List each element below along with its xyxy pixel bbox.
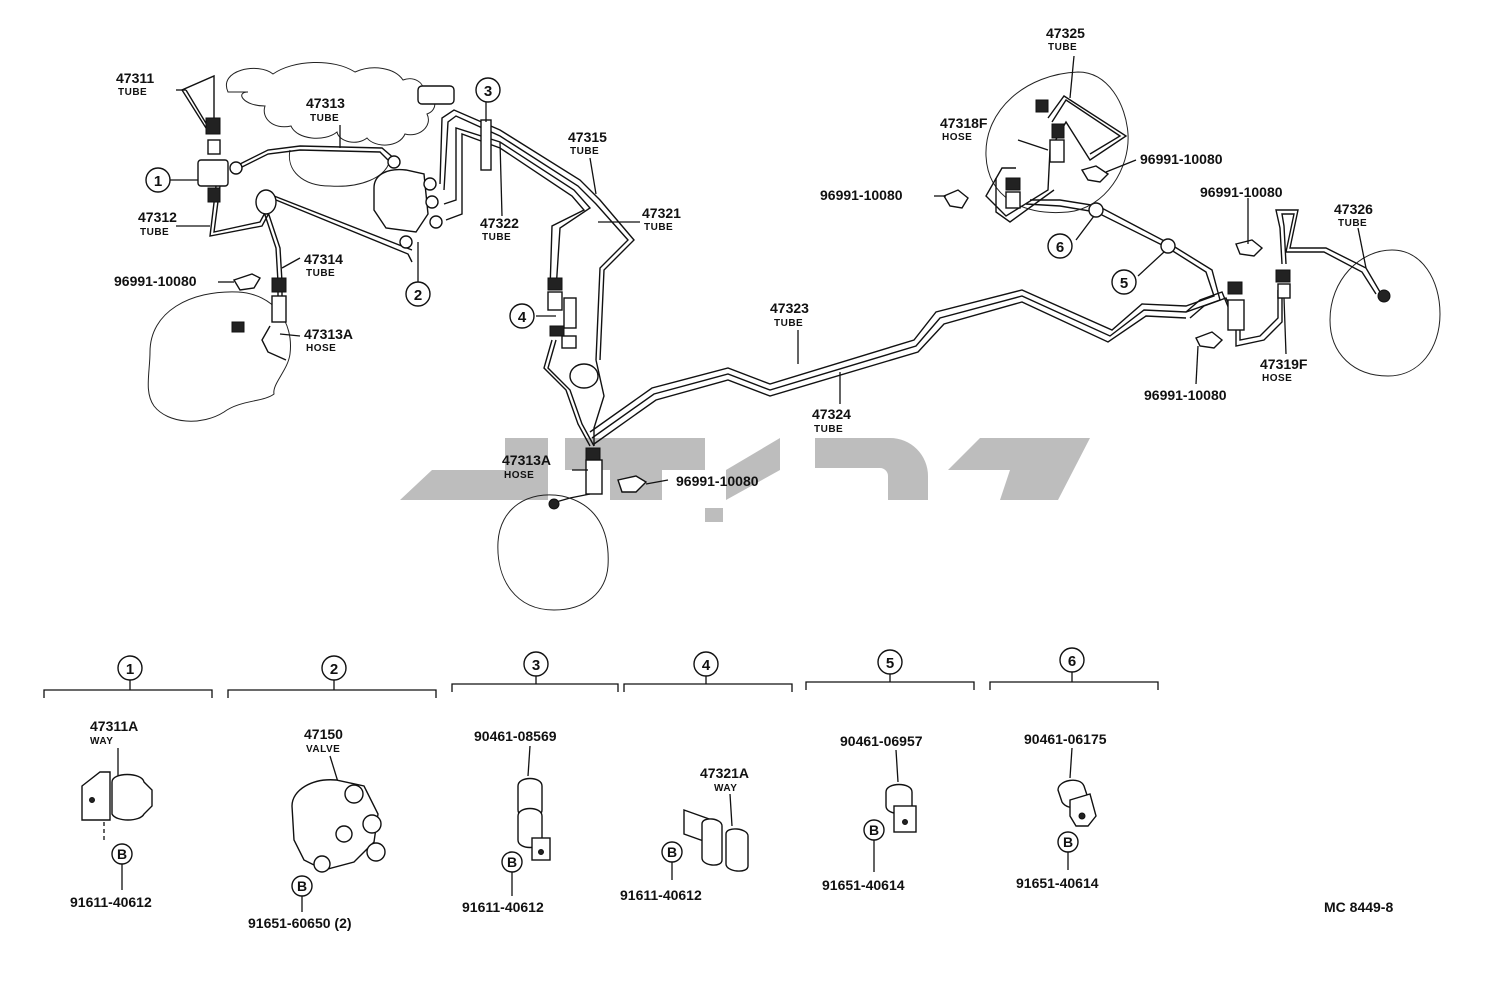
- detail-1-bottom: 91611-40612: [70, 894, 152, 910]
- detail-3: 3 90461-08569 B 91611-40612: [451, 651, 619, 915]
- label-96991-b: 96991-10080: [676, 473, 759, 489]
- detail-6-bolt: B: [1063, 834, 1073, 850]
- callout-1: 1: [145, 167, 171, 193]
- detail-1: 1 47311A WAY B 91611-40612: [43, 655, 213, 910]
- label-47315-sub: TUBE: [570, 146, 599, 157]
- svg-text:2: 2: [414, 287, 422, 304]
- label-47326-sub: TUBE: [1338, 218, 1367, 229]
- callout-3: 3: [475, 77, 501, 103]
- label-47312: 47312: [138, 209, 177, 225]
- watermark-logo: [400, 438, 1090, 522]
- label-96991-a: 96991-10080: [114, 273, 197, 289]
- label-47323: 47323: [770, 300, 809, 316]
- detail-5-top: 90461-06957: [840, 733, 923, 749]
- label-47315: 47315: [568, 129, 607, 145]
- label-47313A-a-sub: HOSE: [306, 343, 336, 354]
- svg-text:4: 4: [702, 657, 711, 674]
- svg-text:6: 6: [1056, 239, 1064, 256]
- label-47318F-sub: HOSE: [942, 132, 972, 143]
- label-47321-sub: TUBE: [644, 222, 673, 233]
- label-96991-c: 96991-10080: [1140, 151, 1223, 167]
- detail-4-top: 47321A: [700, 765, 749, 781]
- rear-assembly: [942, 71, 1441, 377]
- detail-2-top-sub: VALVE: [306, 744, 340, 755]
- detail-4-bottom: 91611-40612: [620, 887, 702, 903]
- callout-4: 4: [509, 303, 535, 329]
- detail-6-top: 90461-06175: [1024, 731, 1107, 747]
- label-47311-sub: TUBE: [118, 87, 147, 98]
- label-47324-sub: TUBE: [814, 424, 843, 435]
- label-47313: 47313: [306, 95, 345, 111]
- part-labels: 47311 TUBE 47313 TUBE 47312 TUBE 47314 T…: [114, 25, 1373, 489]
- label-96991-e: 96991-10080: [1200, 184, 1283, 200]
- detail-3-bottom: 91611-40612: [462, 899, 544, 915]
- svg-text:5: 5: [886, 655, 894, 672]
- svg-text:3: 3: [484, 83, 492, 100]
- detail-3-bolt: B: [507, 854, 517, 870]
- reference-code: MC 8449-8: [1324, 899, 1393, 915]
- svg-text:1: 1: [126, 661, 134, 678]
- detail-2-bolt: B: [297, 878, 307, 894]
- detail-1-top: 47311A: [90, 718, 138, 734]
- main-tube-bundle: [439, 109, 1221, 611]
- label-47323-sub: TUBE: [774, 318, 803, 329]
- detail-5-bottom: 91651-40614: [822, 877, 905, 893]
- detail-6-bottom: 91651-40614: [1016, 875, 1099, 891]
- detail-5-bolt: B: [869, 822, 879, 838]
- label-47313A-a: 47313A: [304, 326, 353, 342]
- label-47314: 47314: [304, 251, 343, 267]
- detail-3-top: 90461-08569: [474, 728, 557, 744]
- callouts: 1 2 3 4 5 6: [145, 77, 1137, 329]
- label-47318F: 47318F: [940, 115, 988, 131]
- detail-2: 2 47150 VALVE B 91651-60650 (2): [227, 655, 437, 931]
- label-96991-d: 96991-10080: [820, 187, 903, 203]
- label-47325: 47325: [1046, 25, 1085, 41]
- detail-panels: 1 47311A WAY B 91611-40612 2 47150 VALVE: [43, 647, 1159, 931]
- label-47313A-b: 47313A: [502, 452, 551, 468]
- detail-2-bottom: 91651-60650 (2): [248, 915, 352, 931]
- detail-5: 5 90461-06957 B 91651-40614: [805, 649, 975, 893]
- callout-5: 5: [1111, 269, 1137, 295]
- detail-1-top-sub: WAY: [90, 736, 113, 747]
- front-left-assembly: [147, 62, 455, 422]
- svg-text:2: 2: [330, 661, 338, 678]
- label-47322-sub: TUBE: [482, 232, 511, 243]
- label-96991-f: 96991-10080: [1144, 387, 1227, 403]
- callout-2: 2: [405, 281, 431, 307]
- label-47313A-b-sub: HOSE: [504, 470, 534, 481]
- leader-lines: [170, 55, 1367, 485]
- detail-4: 4 47321A WAY B 91611-40612: [620, 651, 793, 903]
- label-47313-sub: TUBE: [310, 113, 339, 124]
- detail-1-bolt: B: [117, 846, 127, 862]
- callout-6: 6: [1047, 233, 1073, 259]
- detail-6: 6 90461-06175 B 91651-40614: [989, 647, 1159, 891]
- svg-text:6: 6: [1068, 653, 1076, 670]
- svg-text:4: 4: [518, 309, 527, 326]
- label-47319F-sub: HOSE: [1262, 373, 1292, 384]
- label-47321: 47321: [642, 205, 681, 221]
- detail-4-top-sub: WAY: [714, 783, 737, 794]
- detail-2-top: 47150: [304, 726, 343, 742]
- svg-text:3: 3: [532, 657, 540, 674]
- label-47322: 47322: [480, 215, 519, 231]
- label-47311: 47311: [116, 70, 154, 86]
- detail-4-bolt: B: [667, 844, 677, 860]
- svg-text:5: 5: [1120, 275, 1128, 292]
- label-47314-sub: TUBE: [306, 268, 335, 279]
- svg-text:1: 1: [154, 173, 162, 190]
- label-47319F: 47319F: [1260, 356, 1308, 372]
- label-47325-sub: TUBE: [1048, 42, 1077, 53]
- label-47324: 47324: [812, 406, 851, 422]
- label-47312-sub: TUBE: [140, 227, 169, 238]
- label-47326: 47326: [1334, 201, 1373, 217]
